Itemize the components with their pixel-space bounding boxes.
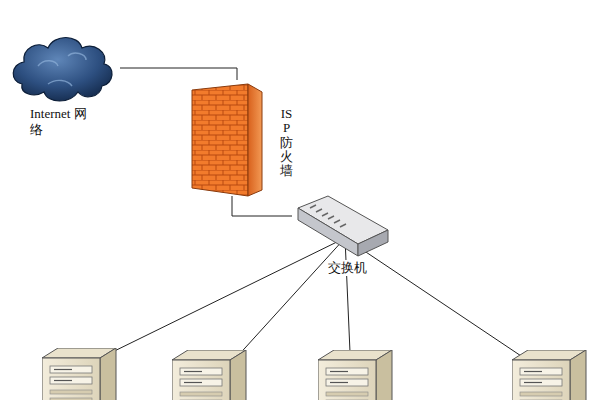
node-label: Internet 网络 (28, 106, 92, 137)
firewall-shape (188, 80, 266, 198)
connector (120, 68, 237, 80)
connector-line (232, 196, 292, 216)
server-1 (42, 348, 116, 400)
internet-cloud: Internet 网络 (8, 26, 120, 146)
node-label: ISP防火墙 (278, 106, 295, 179)
node-label: 交换机 (326, 260, 369, 276)
server-3 (318, 350, 392, 400)
connector (232, 196, 292, 216)
connector-line (120, 68, 237, 80)
network-switch: 交换机 (292, 192, 392, 287)
server-4 (512, 350, 586, 400)
internet-cloud-shape (8, 26, 118, 108)
firewall: ISP防火墙 (188, 80, 304, 196)
server-2 (172, 350, 246, 400)
network-switch-shape (292, 192, 392, 260)
